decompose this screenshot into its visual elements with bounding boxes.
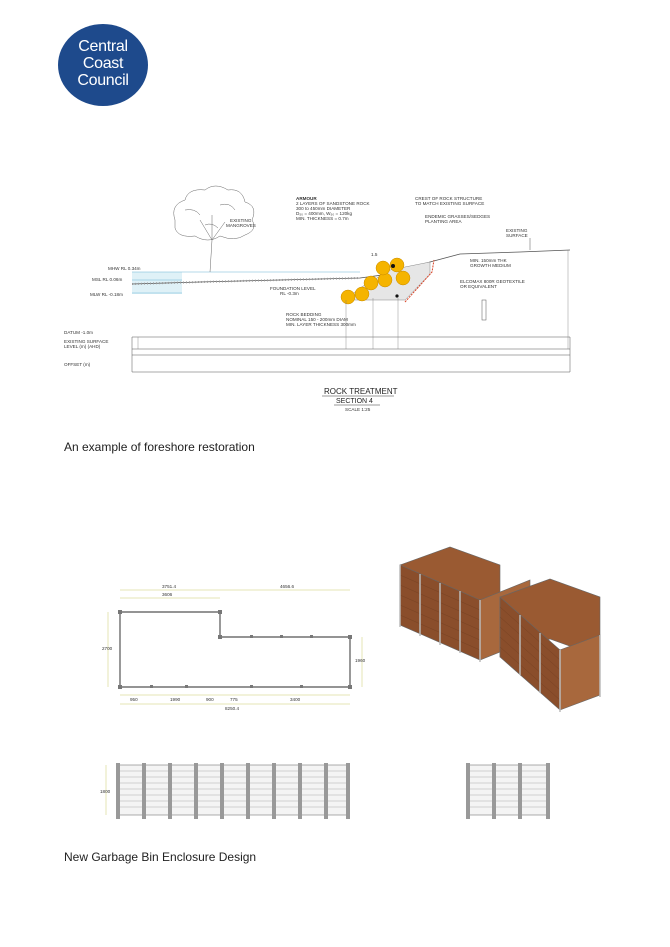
dim-inner: 3606 — [162, 592, 173, 597]
crest-line-1: CREST OF ROCK STRUCTURE — [415, 196, 482, 201]
growth-line-1: MIN. 150mm THK — [470, 258, 508, 263]
existing-surface-line-2: SURFACE — [506, 233, 528, 238]
section-subtitle: SECTION 4 — [336, 398, 373, 405]
crest-line-2: TO MATCH EXISTING SURFACE — [415, 201, 484, 206]
logo-line-2: Coast — [82, 55, 124, 72]
dim-b4: 775 — [230, 697, 238, 702]
dim-b5: 3400 — [290, 697, 301, 702]
datum-label: DATUM -1.0m — [64, 330, 93, 335]
armour-title: ARMOUR — [296, 196, 317, 201]
enclosure-caption: New Garbage Bin Enclosure Design — [64, 850, 257, 864]
armour-line-4: MIN. THICKNESS = 0.7m — [296, 216, 349, 221]
bedding-line-2: NOMINAL 150 - 200mm DIAM — [286, 317, 348, 322]
plan-dimensions — [107, 589, 363, 705]
foreshore-caption: An example of foreshore restoration — [64, 440, 255, 454]
geotextile-line — [404, 259, 435, 303]
mangrove-tree — [173, 185, 255, 273]
elev2-panels — [467, 764, 549, 816]
elev1-panels — [117, 764, 349, 816]
section-title: ROCK TREATMENT — [324, 387, 398, 396]
foundation-line-1: FOUNDATION LEVEL — [270, 286, 316, 291]
armour-line-3: D₅₀ = 400mm, W₅₀ = 120kg — [296, 211, 352, 216]
logo-line-1: Central — [78, 38, 128, 55]
msl-label: MSL RL 0.06m — [92, 277, 122, 282]
armour-line-1: 2 LAYERS OF SANDSTONE ROCK — [296, 201, 371, 206]
dim-b3: 900 — [206, 697, 214, 702]
existing-surface-line-1: EXISTING — [506, 228, 528, 233]
dim-top-left: 3751.4 — [162, 584, 176, 589]
armour-rocks — [340, 257, 411, 305]
section-scale: SCALE 1:25 — [345, 407, 371, 412]
enclosure-plan: 3751.4 4656.6 3606 2700 1960 950 1990 90… — [102, 584, 366, 711]
dim-right: 1960 — [355, 658, 366, 663]
council-logo — [58, 24, 148, 106]
dim-top-right: 4656.6 — [280, 584, 294, 589]
dim-b2: 1990 — [170, 697, 181, 702]
armour-marker-dot — [391, 264, 395, 268]
dim-b1: 950 — [130, 697, 138, 702]
mangroves-line-1: EXISTING — [230, 218, 252, 223]
plan-outline — [119, 611, 351, 688]
ground-hatch — [131, 277, 361, 285]
elev2-slats — [468, 770, 548, 808]
offset-label: OFFSET (m) — [64, 362, 91, 367]
survey-pole — [481, 299, 487, 321]
endemic-line-1: ENDEMIC GRASSES/SEDGES — [425, 214, 490, 219]
mlw-label: MLW RL -0.18m — [90, 292, 123, 297]
datum-table — [131, 336, 571, 373]
plan-posts — [118, 610, 352, 689]
bedding-line-1: ROCK BEDDING — [286, 312, 322, 317]
iso-panels — [399, 546, 601, 711]
foundation-line-2: RL -0.3m — [280, 291, 299, 296]
elev2-posts — [466, 763, 550, 819]
surface-level-line-1: EXISTING SURFACE — [64, 339, 108, 344]
armour-line-2: 300 to 450mm DIAMETER — [296, 206, 351, 211]
enclosure-elevation-long: 1800 — [100, 763, 350, 819]
enclosure-elevation-short — [466, 763, 550, 819]
enclosure-3d-view — [399, 546, 601, 712]
endemic-line-2: PLANTING AREA — [425, 219, 462, 224]
geotextile-line-2: OR EQUIVALENT — [460, 284, 497, 289]
section-ordinates — [137, 250, 569, 349]
mhw-label: MHW RL 0.34m — [108, 266, 141, 271]
slope-label: 1.5 — [371, 252, 378, 257]
elev1-height: 1800 — [100, 789, 111, 794]
iso-posts — [399, 565, 601, 712]
dim-total: 8250.4 — [225, 706, 239, 711]
elev1-slats — [118, 770, 348, 808]
bedding-line-3: MIN. LAYER THICKNESS 300mm — [286, 322, 356, 327]
dim-left: 2700 — [102, 646, 113, 651]
logo-circle — [58, 24, 148, 106]
growth-line-2: GROWTH MEDIUM — [470, 263, 511, 268]
rock-treatment-section: ARMOUR 2 LAYERS OF SANDSTONE ROCK 300 to… — [64, 185, 571, 412]
logo-line-3: Council — [77, 72, 129, 89]
logo-text: Central Coast Council — [58, 38, 148, 89]
surface-level-line-2: LEVEL (m) (AHD) — [64, 344, 101, 349]
geotextile-line-1: ELCOMAX 800R GEOTEXTILE — [460, 279, 525, 284]
mangroves-line-2: MANGROVES — [226, 223, 256, 228]
elev1-posts — [116, 763, 350, 819]
bedding-marker-dot — [395, 294, 399, 298]
